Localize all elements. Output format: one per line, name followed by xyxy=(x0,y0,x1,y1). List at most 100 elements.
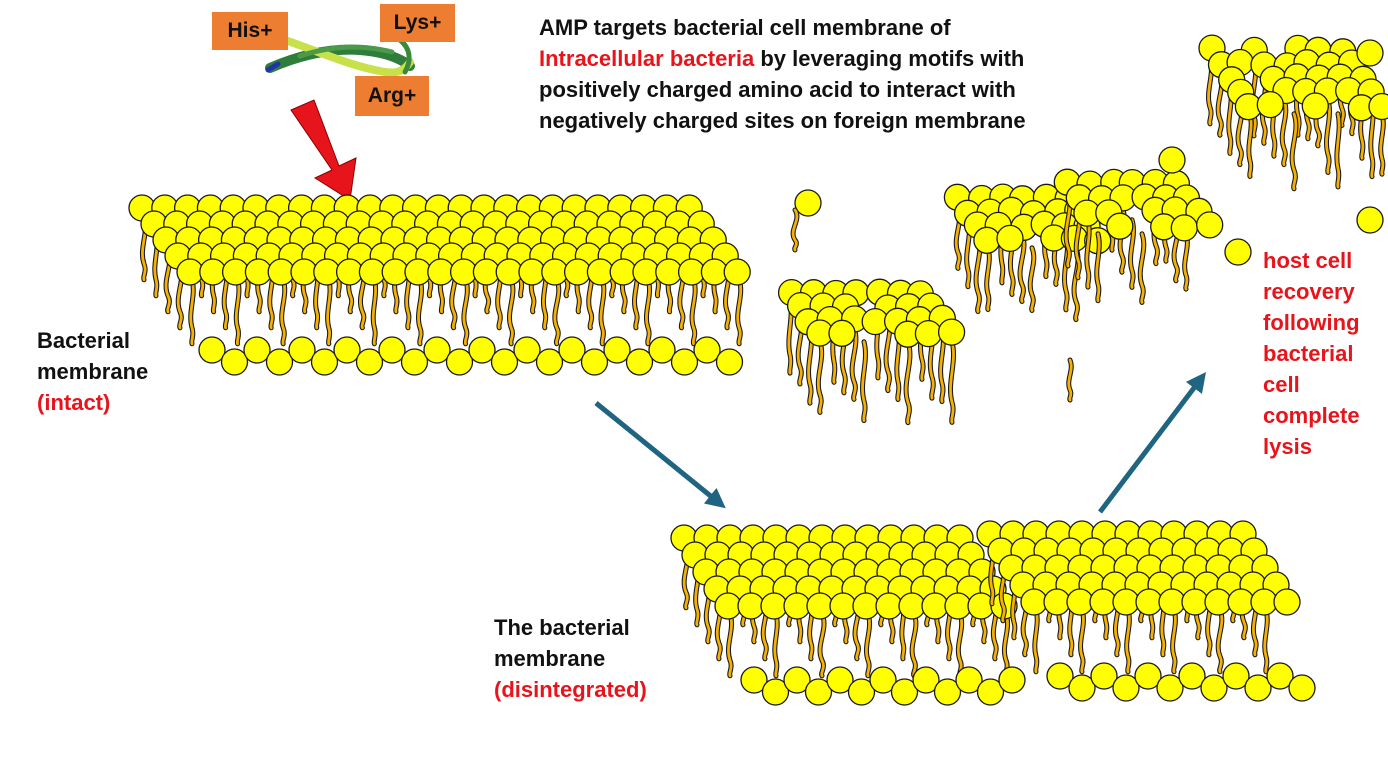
lipid-head xyxy=(490,348,519,376)
lipid-head xyxy=(648,336,676,364)
lipid-head xyxy=(535,348,564,376)
header-line-4: negatively charged sites on foreign memb… xyxy=(539,108,1026,133)
lipid-head xyxy=(243,336,271,364)
lipid-head xyxy=(847,678,876,706)
lipid-tail xyxy=(904,340,912,424)
lipid-head xyxy=(381,258,409,286)
lipid-head xyxy=(400,348,429,376)
lipid-head xyxy=(693,336,721,364)
lipid-head xyxy=(826,666,854,694)
lipid-head xyxy=(563,258,592,286)
lipid-head xyxy=(760,592,788,620)
header-line-2: Intracellular bacteria by leveraging mot… xyxy=(539,43,1139,74)
label-recovery: host cell recovery following bacterial c… xyxy=(1263,245,1383,462)
lipid-head xyxy=(472,258,501,286)
lipid-tail xyxy=(1247,112,1253,178)
label-recovery-line-7: lysis xyxy=(1263,434,1312,459)
lipid-head xyxy=(1066,588,1094,616)
lipid-tail xyxy=(816,340,824,414)
lipid-head xyxy=(740,666,768,694)
label-intact: Bacterial membrane (intact) xyxy=(37,325,217,418)
lipid-head xyxy=(495,258,523,286)
lipid-tail xyxy=(787,298,793,375)
header-highlight: Intracellular bacteria xyxy=(539,46,755,71)
lipid-head xyxy=(1356,39,1384,67)
lipid-head xyxy=(1068,674,1096,702)
tag-his: His+ xyxy=(212,12,288,50)
lipid-head xyxy=(898,592,926,620)
lipid-tail xyxy=(1125,608,1131,674)
lipid-tail xyxy=(645,278,651,346)
lipid-head xyxy=(655,258,683,286)
lipid-tail xyxy=(280,278,287,346)
lipid-head xyxy=(1227,588,1255,616)
lipid-tail xyxy=(1079,608,1085,674)
lipid-tail xyxy=(791,208,799,252)
lipid-head xyxy=(1356,206,1384,234)
label-recovery-line-1: host cell xyxy=(1263,248,1353,273)
header-text: AMP targets bacterial cell membrane of I… xyxy=(539,12,1139,136)
lipid-head xyxy=(973,226,1001,254)
lipid-head xyxy=(1178,662,1206,690)
lipid-head xyxy=(221,258,250,286)
lipid-head xyxy=(937,318,966,346)
header-line-3: positively charged amino acid to interac… xyxy=(539,77,1016,102)
lipid-tail xyxy=(326,278,332,346)
label-recovery-line-3: following xyxy=(1263,310,1360,335)
lipid-tail xyxy=(189,278,195,346)
lipid-head xyxy=(670,348,699,376)
lipid-head xyxy=(1200,674,1228,702)
lipid-tail xyxy=(1325,98,1331,174)
label-disintegrated-line-1: The bacterial xyxy=(494,615,630,640)
flow-arrow-up xyxy=(1098,372,1207,514)
lipid-head xyxy=(1368,92,1388,121)
lipid-head xyxy=(1112,588,1140,616)
flow-arrow-down xyxy=(594,401,726,509)
lipid-head xyxy=(558,336,586,364)
membrane-lysed-fragments xyxy=(777,34,1388,426)
lipid-head xyxy=(875,592,903,620)
lipid-tail xyxy=(939,326,945,403)
lipid-head xyxy=(310,348,339,376)
lipid-head xyxy=(198,336,226,364)
header-line-2-rest: by leveraging motifs with xyxy=(754,46,1025,71)
lipid-head xyxy=(890,678,919,706)
membrane-disintegrated-left xyxy=(670,524,1026,706)
lipid-head xyxy=(1273,588,1301,616)
lipid-head xyxy=(783,666,811,694)
lipid-tail xyxy=(417,278,423,346)
lipid-head xyxy=(1090,662,1118,690)
lipid-head xyxy=(468,336,496,364)
lipid-head xyxy=(541,258,569,286)
lipid-head xyxy=(220,348,249,376)
lipid-head xyxy=(313,258,341,286)
lipid-tail xyxy=(234,278,241,346)
lipid-head xyxy=(445,348,474,376)
lipid-head xyxy=(921,592,949,620)
tag-arg: Arg+ xyxy=(355,76,429,116)
lipid-tail xyxy=(1129,218,1135,289)
lipid-tail xyxy=(818,612,826,678)
lipid-tail xyxy=(1216,608,1224,674)
lipid-tail xyxy=(690,278,697,346)
label-recovery-line-5: cell xyxy=(1263,372,1300,397)
lipid-tail xyxy=(1018,232,1026,303)
lipid-head xyxy=(1244,674,1272,702)
lipid-head xyxy=(625,348,654,376)
lipid-head xyxy=(829,592,857,620)
lipid-head xyxy=(933,678,962,706)
lipid-tail xyxy=(1335,112,1341,189)
lipid-head xyxy=(244,258,273,286)
lipid-head xyxy=(267,258,295,286)
lipid-head xyxy=(1020,588,1048,616)
lipid-head xyxy=(1135,588,1163,616)
tag-his-label: His+ xyxy=(227,19,273,42)
membrane-intact xyxy=(128,194,751,376)
lipid-head xyxy=(449,258,478,286)
lipid-head xyxy=(944,592,972,620)
lipid-tail xyxy=(1171,608,1177,674)
lipid-head xyxy=(1089,588,1117,616)
lipid-head xyxy=(1043,588,1071,616)
lipid-head xyxy=(1170,214,1198,242)
